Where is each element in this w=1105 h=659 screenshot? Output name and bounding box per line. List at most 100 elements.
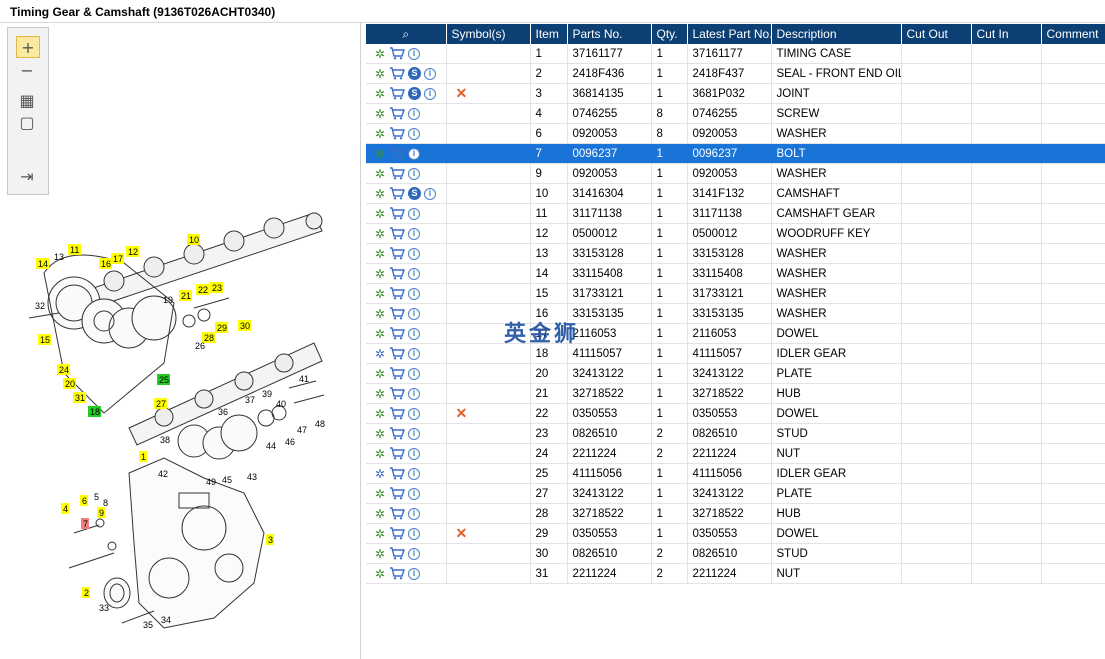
diagram-callout[interactable]: 6 xyxy=(82,496,87,506)
info-icon[interactable]: i xyxy=(408,487,420,500)
part-no-cell[interactable]: 0920053 xyxy=(567,123,652,144)
info-icon[interactable]: i xyxy=(408,367,420,380)
diagram-callout[interactable]: 2 xyxy=(84,588,89,598)
info-icon[interactable]: i xyxy=(408,287,420,300)
latest-part-no-cell[interactable]: 33115408 xyxy=(687,263,772,284)
gear-icon[interactable]: ✲ xyxy=(374,126,386,141)
part-no-cell[interactable]: 36814135 xyxy=(567,83,652,104)
diagram-callout[interactable]: 37 xyxy=(245,395,255,405)
cart-icon[interactable] xyxy=(389,487,405,500)
part-no-cell[interactable]: 33153128 xyxy=(567,243,652,264)
gear-icon[interactable]: ✲ xyxy=(374,306,386,321)
latest-part-no-cell[interactable]: 0500012 xyxy=(687,223,772,244)
diagram-callout[interactable]: 7 xyxy=(83,519,88,529)
column-header-description[interactable]: Description xyxy=(771,24,902,44)
cart-icon[interactable] xyxy=(389,47,405,60)
gear-icon[interactable]: ✲ xyxy=(374,46,386,61)
latest-part-no-cell[interactable]: 3681P032 xyxy=(687,83,772,104)
gear-icon[interactable]: ✲ xyxy=(374,466,386,481)
diagram-callout[interactable]: 1 xyxy=(141,452,146,462)
info-icon[interactable]: i xyxy=(408,167,420,180)
diagram-callout[interactable]: 29 xyxy=(217,323,227,333)
diagram-callout[interactable]: 46 xyxy=(285,437,295,447)
diagram-callout[interactable]: 31 xyxy=(75,393,85,403)
diagram-callout[interactable]: 15 xyxy=(40,335,50,345)
part-no-cell[interactable]: 0826510 xyxy=(567,423,652,444)
cart-icon[interactable] xyxy=(389,187,405,200)
cart-icon[interactable] xyxy=(389,127,405,140)
gear-icon[interactable]: ✲ xyxy=(374,146,386,161)
part-no-cell[interactable]: 0350553 xyxy=(567,403,652,424)
part-no-cell[interactable]: 2211224 xyxy=(567,443,652,464)
cart-icon[interactable] xyxy=(389,527,405,540)
info-icon[interactable]: i xyxy=(408,227,420,240)
diagram-callout[interactable]: 28 xyxy=(204,333,214,343)
column-header-select[interactable]: ⌕ xyxy=(366,24,447,44)
gear-icon[interactable]: ✲ xyxy=(374,66,386,81)
info-icon[interactable]: i xyxy=(408,447,420,460)
latest-part-no-cell[interactable]: 2116053 xyxy=(687,323,772,344)
part-no-cell[interactable]: 0096237 xyxy=(567,143,652,164)
latest-part-no-cell[interactable]: 3141F132 xyxy=(687,183,772,204)
zoom-out-tool[interactable]: − xyxy=(20,60,34,80)
cart-icon[interactable] xyxy=(389,67,405,80)
info-icon[interactable]: i xyxy=(408,387,420,400)
cart-icon[interactable] xyxy=(389,107,405,120)
gear-icon[interactable]: ✲ xyxy=(374,366,386,381)
info-icon[interactable]: i xyxy=(408,427,420,440)
gear-icon[interactable]: ✲ xyxy=(374,386,386,401)
info-icon[interactable]: i xyxy=(408,307,420,320)
info-icon[interactable]: i xyxy=(408,207,420,220)
part-no-cell[interactable]: 41115056 xyxy=(567,463,652,484)
latest-part-no-cell[interactable]: 32413122 xyxy=(687,363,772,384)
gear-icon[interactable]: ✲ xyxy=(374,566,386,581)
column-header-qty[interactable]: Qty. xyxy=(651,24,688,44)
gear-icon[interactable]: ✲ xyxy=(374,186,386,201)
cart-icon[interactable] xyxy=(389,567,405,580)
column-header-symbols[interactable]: Symbol(s) xyxy=(446,24,531,44)
diagram-callout[interactable]: 47 xyxy=(297,425,307,435)
column-header-cut-out[interactable]: Cut Out xyxy=(901,24,972,44)
diagram-callout[interactable]: 21 xyxy=(181,291,191,301)
fit-page-tool[interactable]: ▦ xyxy=(19,90,35,110)
cart-icon[interactable] xyxy=(389,407,405,420)
info-icon[interactable]: i xyxy=(408,127,420,140)
part-no-cell[interactable]: 2418F436 xyxy=(567,63,652,84)
column-header-latest-part-no[interactable]: Latest Part No. xyxy=(687,24,772,44)
cart-icon[interactable] xyxy=(389,547,405,560)
latest-part-no-cell[interactable]: 2211224 xyxy=(687,443,772,464)
part-no-cell[interactable]: 32718522 xyxy=(567,383,652,404)
column-header-item[interactable]: Item xyxy=(530,24,568,44)
cart-icon[interactable] xyxy=(389,387,405,400)
cart-icon[interactable] xyxy=(389,427,405,440)
gear-icon[interactable]: ✲ xyxy=(374,326,386,341)
info-icon[interactable]: i xyxy=(424,67,436,80)
gear-icon[interactable]: ✲ xyxy=(374,546,386,561)
part-no-cell[interactable]: 0500012 xyxy=(567,223,652,244)
diagram-callout[interactable]: 20 xyxy=(65,379,75,389)
find-icon[interactable]: ⌕ xyxy=(402,26,410,41)
latest-part-no-cell[interactable]: 0096237 xyxy=(687,143,772,164)
diagram-callout[interactable]: 10 xyxy=(189,235,199,245)
info-icon[interactable]: i xyxy=(408,407,420,420)
latest-part-no-cell[interactable]: 0826510 xyxy=(687,423,772,444)
column-header-parts-no[interactable]: Parts No. xyxy=(567,24,652,44)
cart-icon[interactable] xyxy=(389,247,405,260)
part-no-cell[interactable]: 32413122 xyxy=(567,483,652,504)
part-no-cell[interactable]: 2211224 xyxy=(567,563,652,584)
latest-part-no-cell[interactable]: 41115056 xyxy=(687,463,772,484)
gear-icon[interactable]: ✲ xyxy=(374,166,386,181)
info-icon[interactable]: i xyxy=(424,187,436,200)
